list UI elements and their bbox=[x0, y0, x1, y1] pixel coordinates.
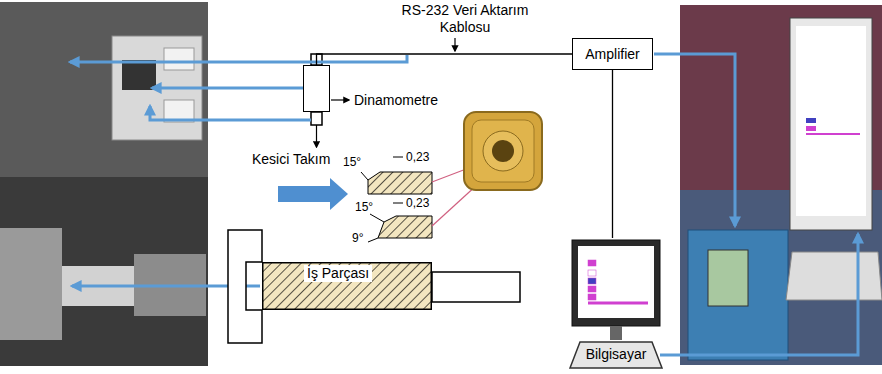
tool-arrow bbox=[278, 178, 348, 210]
edge-profile bbox=[368, 172, 432, 194]
dynamometer-label: Dinamometre bbox=[354, 92, 438, 109]
keyboard bbox=[786, 252, 882, 300]
screen-line bbox=[588, 302, 648, 305]
angle-label: 15° bbox=[355, 200, 373, 214]
angle-label: 9° bbox=[352, 231, 363, 245]
screen-bar bbox=[588, 278, 596, 284]
monitor-neck bbox=[610, 326, 622, 340]
amplifier-label: Amplifier bbox=[585, 46, 639, 63]
cable-line bbox=[317, 54, 573, 65]
photo-arrow bbox=[150, 106, 311, 120]
pointer-arrow bbox=[331, 99, 349, 100]
dimension-line bbox=[393, 157, 403, 158]
cutting-insert bbox=[464, 112, 542, 190]
amplifier-display bbox=[708, 250, 748, 306]
screen-bar bbox=[588, 294, 596, 300]
workpiece-body bbox=[263, 263, 432, 310]
insert-hole bbox=[492, 140, 514, 162]
screen-bar bbox=[588, 270, 596, 276]
computer-label: Bilgisayar bbox=[568, 346, 664, 363]
angle-line bbox=[361, 172, 368, 180]
dimension-label: 0,23 bbox=[406, 196, 429, 210]
angle-label-box: 9° bbox=[352, 231, 363, 245]
tool-label-box: Kesici Takım bbox=[252, 151, 330, 168]
amplifier-box: Amplifier bbox=[572, 38, 653, 70]
lab-screen bbox=[796, 26, 866, 216]
screen-bar bbox=[806, 118, 816, 123]
computer: Bilgisayar bbox=[568, 238, 664, 370]
angle-label-box: 15° bbox=[343, 155, 361, 169]
edge-profile bbox=[378, 216, 432, 238]
insert-ring bbox=[483, 131, 523, 171]
lathe-chuck bbox=[0, 228, 62, 340]
photo-arrow bbox=[654, 54, 735, 226]
monitor-screen bbox=[578, 246, 654, 318]
monitor-frame bbox=[572, 240, 660, 326]
angle-line bbox=[370, 214, 384, 222]
screen-bar bbox=[588, 286, 596, 292]
workpiece: İş Parçası bbox=[262, 262, 432, 310]
angle-line bbox=[368, 238, 378, 242]
cable-line bbox=[612, 70, 613, 238]
photo-arrow bbox=[70, 55, 407, 62]
dimension-line bbox=[393, 203, 403, 204]
leader-line bbox=[432, 184, 478, 226]
tool-holder bbox=[164, 48, 194, 70]
screen-bar bbox=[588, 260, 596, 266]
photo-arrow bbox=[660, 234, 858, 355]
tool-label: Kesici Takım bbox=[252, 151, 330, 168]
dimension-label: 0,23 bbox=[406, 150, 429, 164]
dimension-label-box: 0,23 bbox=[406, 196, 429, 210]
screen-bar bbox=[806, 126, 816, 131]
lathe-photo bbox=[0, 2, 208, 366]
dynamometer-tip bbox=[311, 112, 322, 125]
tool-holder bbox=[122, 60, 156, 90]
cable-label-box: RS-232 Veri Aktarım Kablosu bbox=[398, 2, 532, 36]
chuck-outline bbox=[228, 230, 262, 343]
screen-line bbox=[806, 133, 860, 135]
cable-label: RS-232 Veri Aktarım Kablosu bbox=[398, 2, 532, 36]
photo-arrow bbox=[152, 87, 303, 90]
pointer-arrow bbox=[454, 38, 455, 51]
pointer-arrow bbox=[316, 125, 317, 147]
dimension-label-box: 0,23 bbox=[406, 150, 429, 164]
lab-monitor bbox=[790, 18, 872, 230]
amplifier-device bbox=[688, 230, 788, 360]
angle-label: 15° bbox=[343, 155, 361, 169]
tailstock bbox=[432, 272, 520, 302]
dynamometer-body: Dinamometre bbox=[303, 65, 330, 112]
insert-face bbox=[472, 120, 534, 182]
angle-label-box: 15° bbox=[355, 200, 373, 214]
lab-photo bbox=[680, 5, 882, 365]
workpiece-label: İş Parçası bbox=[304, 265, 372, 282]
